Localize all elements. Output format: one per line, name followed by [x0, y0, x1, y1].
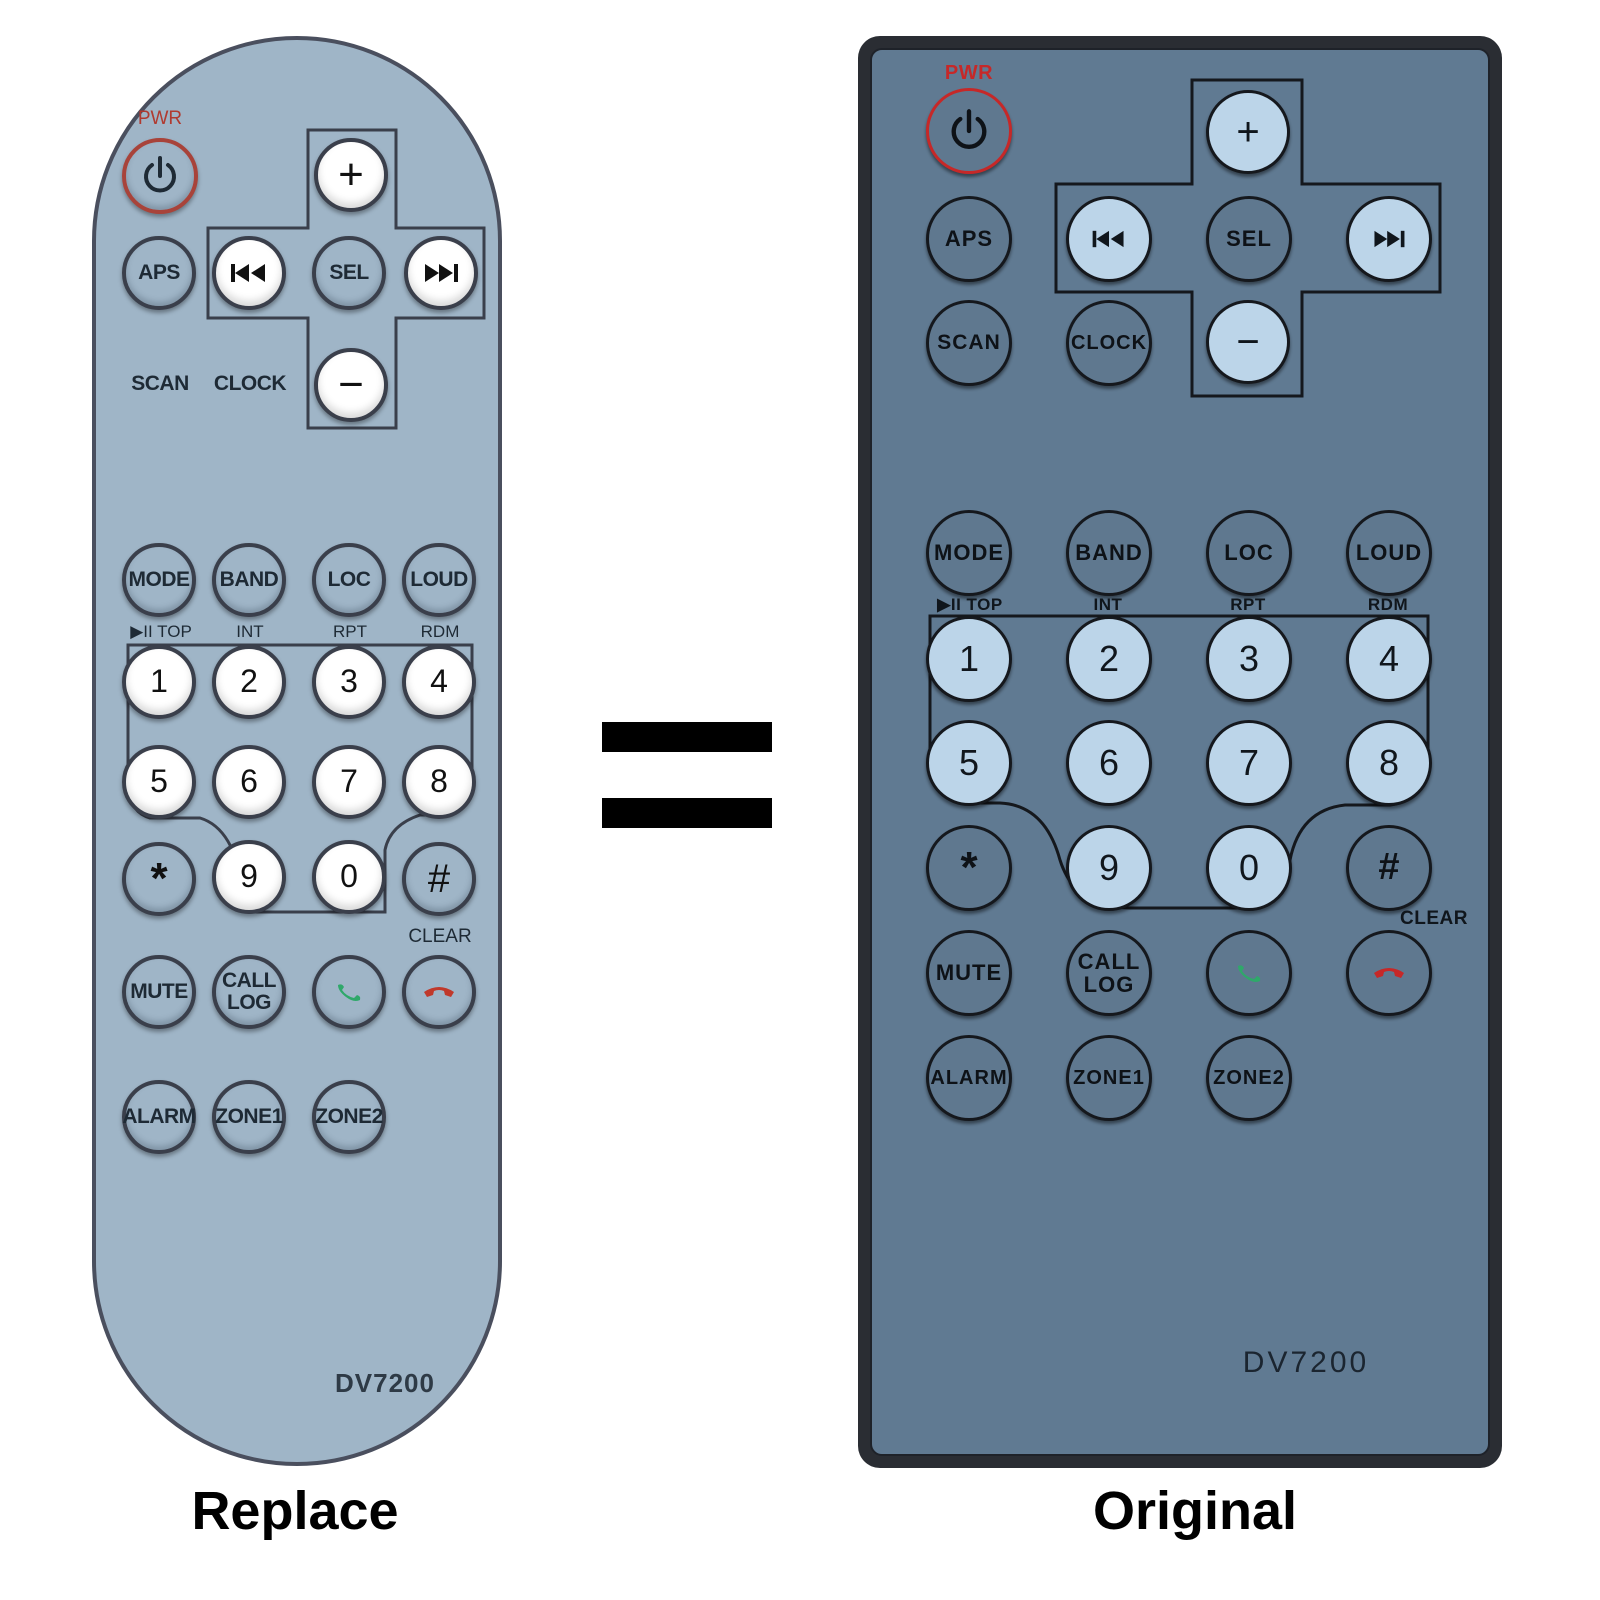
- original-loud-button[interactable]: LOUD: [1346, 510, 1432, 596]
- digit-2-button[interactable]: 2: [212, 645, 286, 719]
- replace-caption: Replace: [191, 1481, 399, 1541]
- alarm-button[interactable]: ALARM: [122, 1080, 196, 1154]
- original-band-button[interactable]: BAND: [1066, 510, 1152, 596]
- original-caption: Original: [1092, 1481, 1298, 1541]
- original-digit-5-button[interactable]: 5: [926, 720, 1012, 806]
- digit-5-button[interactable]: 5: [122, 745, 196, 819]
- original-mute-button[interactable]: MUTE: [926, 930, 1012, 1016]
- original-int-label: INT: [1093, 595, 1123, 614]
- phone-hangup-icon: [1374, 968, 1404, 978]
- rdm-label: RDM: [420, 622, 460, 641]
- equals-bar-bottom: [602, 798, 772, 828]
- original-digit-3-button[interactable]: 3: [1206, 616, 1292, 702]
- original-sel-button[interactable]: SEL: [1206, 196, 1292, 282]
- original-zone2-button[interactable]: ZONE2: [1206, 1035, 1292, 1121]
- zone1-button[interactable]: ZONE1: [212, 1080, 286, 1154]
- mode-button[interactable]: MODE: [122, 543, 196, 617]
- original-rpt-label: RPT: [1230, 595, 1266, 614]
- digit-0-button[interactable]: 0: [312, 840, 386, 914]
- original-star-button[interactable]: *: [926, 825, 1012, 911]
- loud-button[interactable]: LOUD: [402, 543, 476, 617]
- clock-label[interactable]: CLOCK: [213, 372, 287, 395]
- previous-button[interactable]: [212, 236, 286, 310]
- original-scan-button[interactable]: SCAN: [926, 300, 1012, 386]
- original-next-button[interactable]: [1346, 196, 1432, 282]
- power-icon: [951, 109, 987, 149]
- star-button[interactable]: *: [122, 842, 196, 916]
- phone-hangup-icon: [424, 987, 454, 997]
- original-zone1-button[interactable]: ZONE1: [1066, 1035, 1152, 1121]
- original-power-button[interactable]: [926, 88, 1012, 174]
- original-digit-4-button[interactable]: 4: [1346, 616, 1432, 702]
- original-digit-7-button[interactable]: 7: [1206, 720, 1292, 806]
- pwr-label: PWR: [137, 108, 183, 129]
- original-digit-9-button[interactable]: 9: [1066, 825, 1152, 911]
- original-digit-0-button[interactable]: 0: [1206, 825, 1292, 911]
- power-button[interactable]: [122, 138, 198, 214]
- aps-button[interactable]: APS: [122, 236, 196, 310]
- skip-previous-icon: [231, 264, 265, 282]
- call-log-label-line2: LOG: [227, 991, 272, 1014]
- mute-button[interactable]: MUTE: [122, 955, 196, 1029]
- volume-down-button[interactable]: −: [314, 348, 388, 422]
- loc-button[interactable]: LOC: [312, 543, 386, 617]
- hash-button[interactable]: #: [402, 842, 476, 916]
- skip-next-icon: [1374, 230, 1405, 248]
- replace-model-label: DV7200: [335, 1368, 435, 1398]
- clear-label: CLEAR: [408, 926, 472, 947]
- original-aps-button[interactable]: APS: [926, 196, 1012, 282]
- original-previous-button[interactable]: [1066, 196, 1152, 282]
- original-loc-button[interactable]: LOC: [1206, 510, 1292, 596]
- int-label: INT: [236, 622, 264, 641]
- phone-answer-icon: [1238, 965, 1261, 982]
- original-digit-6-button[interactable]: 6: [1066, 720, 1152, 806]
- digit-9-button[interactable]: 9: [212, 840, 286, 914]
- skip-next-icon: [425, 264, 458, 282]
- power-icon: [144, 156, 176, 193]
- rpt-label: RPT: [333, 622, 367, 641]
- original-pwr-label: PWR: [944, 62, 994, 84]
- sel-button[interactable]: SEL: [312, 236, 386, 310]
- original-call-log-label-line2: LOG: [1083, 972, 1135, 997]
- volume-up-button[interactable]: +: [314, 138, 388, 212]
- phone-answer-icon: [338, 984, 361, 1001]
- original-volume-up-button[interactable]: +: [1206, 90, 1290, 174]
- original-call-log-label-line1: CALL: [1077, 948, 1141, 974]
- play-top-label: ▶II TOP: [130, 622, 192, 641]
- original-digit-1-button[interactable]: 1: [926, 616, 1012, 702]
- original-play-top-label: ▶II TOP: [937, 595, 1003, 614]
- next-button[interactable]: [404, 236, 478, 310]
- original-clock-button[interactable]: CLOCK: [1066, 300, 1152, 386]
- digit-6-button[interactable]: 6: [212, 745, 286, 819]
- digit-7-button[interactable]: 7: [312, 745, 386, 819]
- zone2-button[interactable]: ZONE2: [312, 1080, 386, 1154]
- digit-1-button[interactable]: 1: [122, 645, 196, 719]
- band-button[interactable]: BAND: [212, 543, 286, 617]
- answer-call-button[interactable]: [312, 955, 386, 1029]
- original-mode-button[interactable]: MODE: [926, 510, 1012, 596]
- call-log-label-line1: CALL: [222, 968, 277, 992]
- call-log-button[interactable]: CALL LOG: [212, 955, 286, 1029]
- original-hash-button[interactable]: #: [1346, 825, 1432, 911]
- equals-bar-top: [602, 722, 772, 752]
- original-clear-label: CLEAR: [1400, 908, 1468, 929]
- original-hang-up-button[interactable]: [1346, 930, 1432, 1016]
- original-model-label: DV7200: [1242, 1346, 1370, 1379]
- hang-up-button[interactable]: [402, 955, 476, 1029]
- digit-4-button[interactable]: 4: [402, 645, 476, 719]
- skip-previous-icon: [1092, 230, 1124, 248]
- original-digit-8-button[interactable]: 8: [1346, 720, 1432, 806]
- original-volume-down-button[interactable]: −: [1206, 300, 1290, 384]
- original-answer-call-button[interactable]: [1206, 930, 1292, 1016]
- digit-8-button[interactable]: 8: [402, 745, 476, 819]
- original-rdm-label: RDM: [1367, 595, 1409, 614]
- original-alarm-button[interactable]: ALARM: [926, 1035, 1012, 1121]
- original-call-log-button[interactable]: CALL LOG: [1066, 930, 1152, 1016]
- original-digit-2-button[interactable]: 2: [1066, 616, 1152, 702]
- digit-3-button[interactable]: 3: [312, 645, 386, 719]
- scan-label[interactable]: SCAN: [131, 372, 189, 395]
